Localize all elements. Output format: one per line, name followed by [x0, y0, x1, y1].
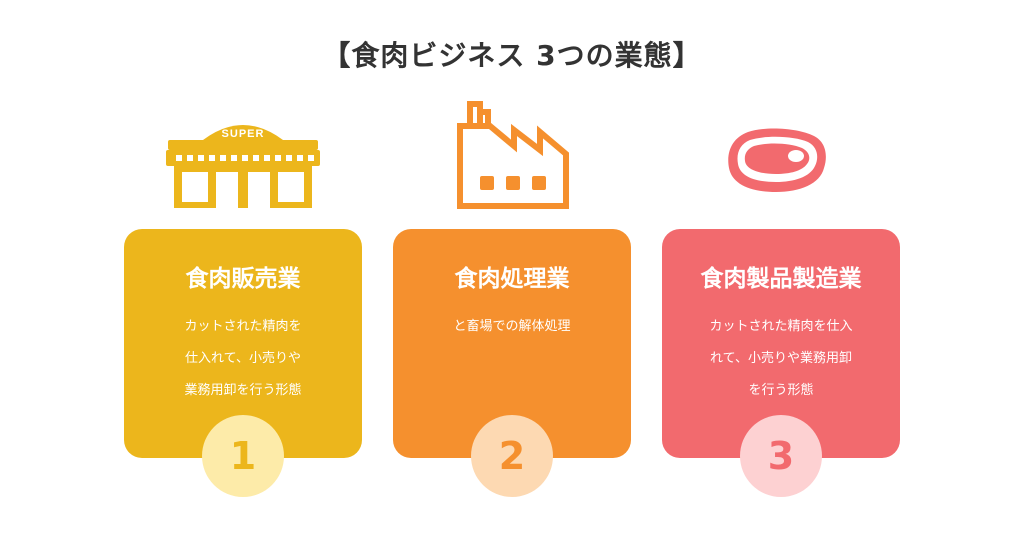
card-description: カットされた精肉を 仕入れて、小売りや 業務用卸を行う形態	[143, 311, 343, 407]
card-meat-products-manufacturing: 食肉製品製造業 カットされた精肉を仕入 れて、小売りや業務用卸 を行う形態	[662, 229, 900, 458]
meat-steak-icon	[728, 128, 826, 192]
card-title: 食肉販売業	[185, 266, 301, 292]
card-title: 食肉処理業	[454, 266, 570, 292]
desc-line: を行う形態	[748, 383, 814, 398]
desc-line: 業務用卸を行う形態	[184, 383, 302, 398]
card-title: 食肉製品製造業	[700, 266, 862, 292]
card-description: と畜場での解体処理	[412, 311, 612, 343]
step-number-3: 3	[740, 415, 822, 497]
factory-icon	[457, 101, 569, 209]
desc-line: れて、小売りや業務用卸	[710, 351, 852, 366]
desc-line: と畜場での解体処理	[453, 319, 571, 334]
desc-line: 仕入れて、小売りや	[185, 351, 301, 366]
desc-line: カットされた精肉を仕入	[709, 319, 853, 334]
super-sign-label: SUPER	[222, 128, 265, 140]
card-meat-sales: 食肉販売業 カットされた精肉を 仕入れて、小売りや 業務用卸を行う形態	[124, 229, 362, 458]
desc-line: カットされた精肉を	[184, 319, 302, 334]
page-title: 【食肉ビジネス 3つの業態】	[322, 39, 702, 72]
step-number-1: 1	[202, 415, 284, 497]
card-description: カットされた精肉を仕入 れて、小売りや業務用卸 を行う形態	[681, 311, 881, 407]
supermarket-icon: SUPER	[166, 125, 320, 208]
step-number-2: 2	[471, 415, 553, 497]
